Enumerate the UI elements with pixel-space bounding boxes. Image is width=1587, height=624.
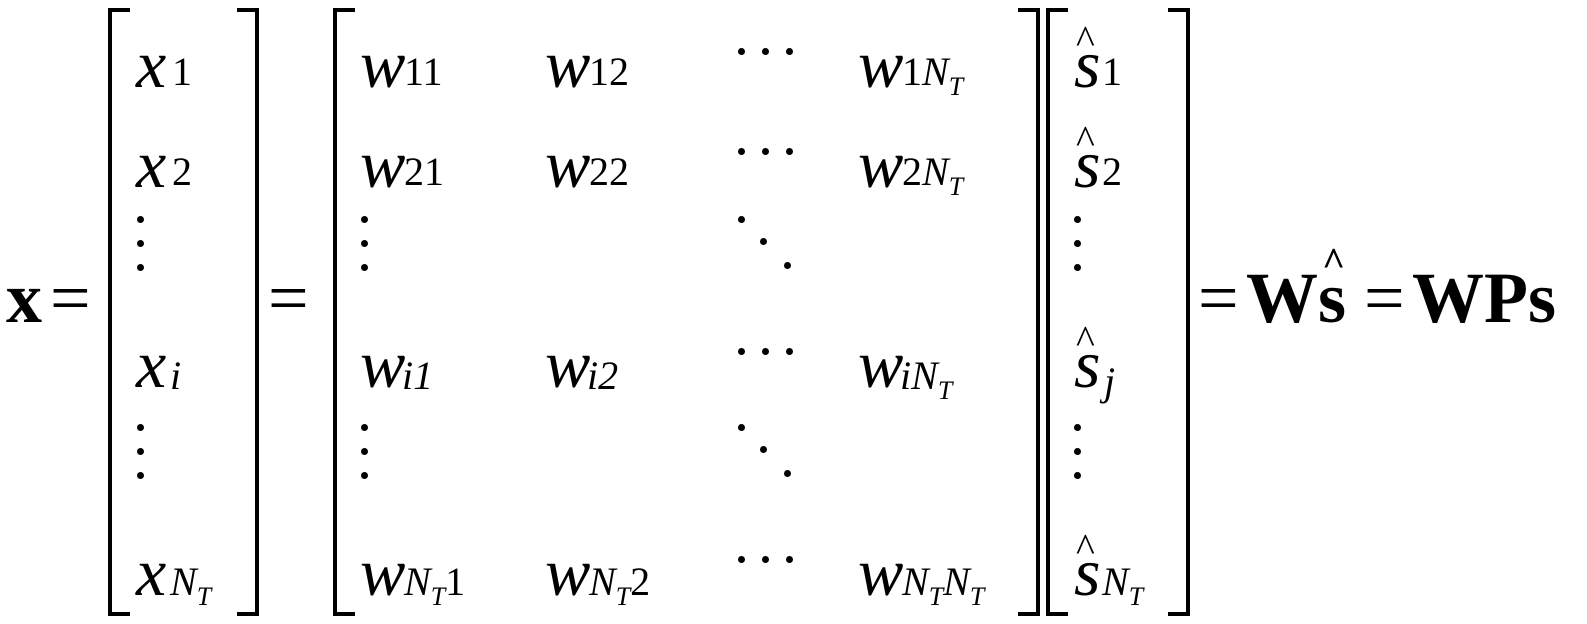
w-nt2: w	[545, 538, 590, 606]
s-2: s	[1074, 130, 1100, 198]
x-i-sub: i	[170, 356, 181, 396]
w-1nt-sub: 1NT	[902, 52, 963, 100]
s-vdots-2	[1074, 424, 1082, 484]
x-vector-left-bracket	[108, 8, 130, 616]
s-j-sub: j	[1104, 362, 1115, 402]
s-nt-sub: NT	[1102, 562, 1143, 610]
w-22-sub: 22	[589, 152, 629, 192]
s-vdots-1	[1074, 216, 1082, 276]
x-vector-right-bracket	[237, 8, 259, 616]
w-ddots-1	[738, 216, 798, 266]
x-nt: x	[136, 538, 166, 606]
s-j: s	[1074, 330, 1100, 398]
row2-hdots	[738, 148, 798, 156]
equals-sign-2: =	[268, 262, 309, 334]
w-12: w	[545, 30, 590, 98]
x-vdots-2	[137, 424, 145, 484]
rhs-s: s	[1318, 262, 1346, 334]
w-int: w	[858, 330, 903, 398]
s-2-sub: 2	[1102, 152, 1122, 192]
w-i1-sub: i1	[402, 356, 433, 396]
rhs-wps: WPs	[1412, 262, 1556, 334]
w-1nt: w	[858, 30, 903, 98]
w-22: w	[545, 130, 590, 198]
w-11-sub: 11	[404, 52, 443, 92]
rhs-w: W	[1246, 262, 1318, 334]
s-1: s	[1074, 30, 1100, 98]
x-2-sub: 2	[172, 152, 192, 192]
w-nt2-sub: NT2	[589, 562, 650, 610]
w-ntnt-sub: NTNT	[902, 562, 984, 610]
x-1: x	[136, 30, 166, 98]
w-21: w	[360, 130, 405, 198]
w-i1: w	[360, 330, 405, 398]
s-nt: s	[1074, 538, 1100, 606]
equals-sign-3: =	[1198, 262, 1239, 334]
w-11: w	[360, 30, 405, 98]
w-vdots-1	[361, 216, 369, 276]
equals-sign-1: =	[50, 262, 91, 334]
equals-sign-4: =	[1364, 262, 1405, 334]
row1-hdots	[738, 48, 798, 56]
w-i2-sub: i2	[587, 356, 618, 396]
w-vdots-2	[361, 424, 369, 484]
w-nt1: w	[360, 538, 405, 606]
x-i: x	[136, 330, 166, 398]
w-2nt-sub: 2NT	[902, 152, 963, 200]
x-vdots-1	[137, 216, 145, 276]
s-vector-left-bracket	[1046, 8, 1068, 616]
w-12-sub: 12	[589, 52, 629, 92]
w-matrix-left-bracket	[333, 8, 355, 616]
w-21-sub: 21	[404, 152, 444, 192]
w-ddots-2	[738, 424, 798, 474]
rowi-hdots	[738, 348, 798, 356]
s-1-sub: 1	[1102, 52, 1122, 92]
x-1-sub: 1	[172, 52, 192, 92]
w-int-sub: iNT	[900, 356, 952, 404]
rownt-hdots	[738, 556, 798, 564]
w-ntnt: w	[858, 538, 903, 606]
x-nt-sub: NT	[170, 562, 211, 610]
x-2: x	[136, 130, 166, 198]
w-nt1-sub: NT1	[404, 562, 465, 610]
lhs-x: x	[6, 262, 42, 334]
s-vector-right-bracket	[1168, 8, 1190, 616]
w-matrix-right-bracket	[1018, 8, 1040, 616]
w-i2: w	[545, 330, 590, 398]
w-2nt: w	[858, 130, 903, 198]
